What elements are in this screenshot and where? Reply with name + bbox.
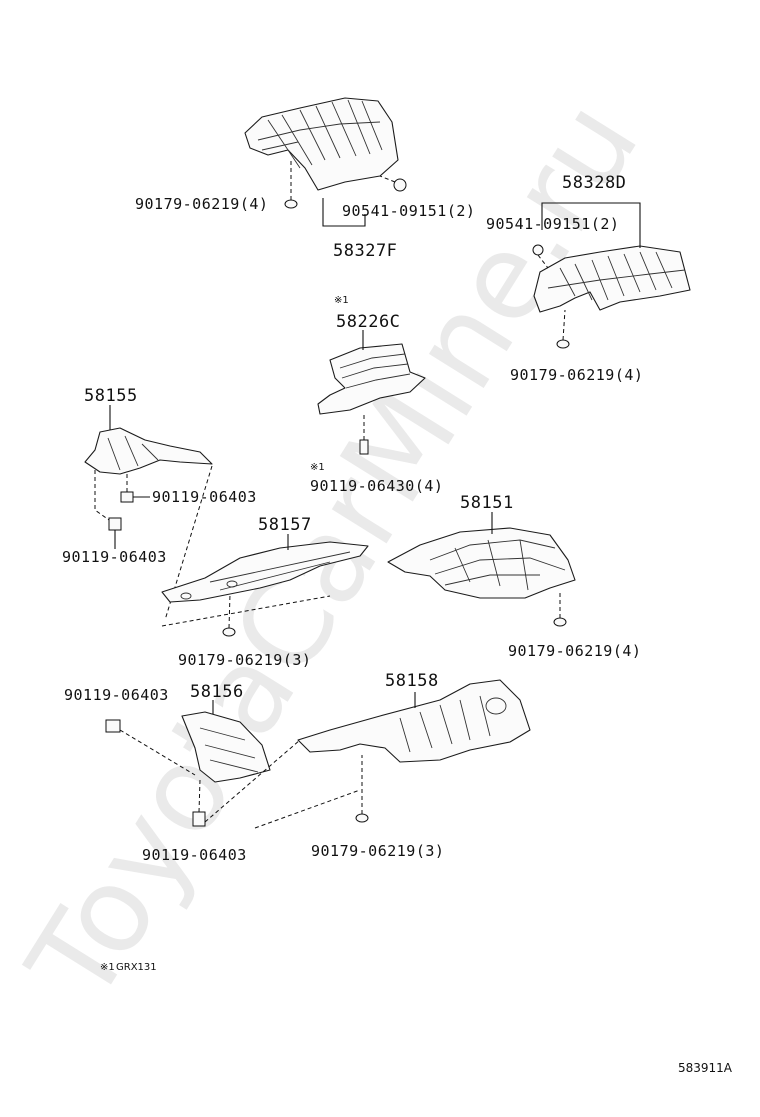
footnote-mark: ※1 [100,962,115,973]
part-58327f-shape [244,97,399,191]
label-58157: 58157 [258,515,312,535]
guide-58157-clip [161,595,331,627]
diagram-id: 583911A [678,1061,733,1075]
label-58158: 58158 [385,671,439,691]
label-90179-06219-right: 90179-06219(4) [510,366,643,384]
part-58157-shape [161,541,369,603]
clip-90179-right [556,309,570,349]
footnote-text: GRX131 [116,962,157,973]
note-mark-90119-06430: ※1 [310,462,325,473]
label-90179-06219-157: 90179-06219(3) [178,651,311,669]
part-58328d-shape [533,245,691,313]
label-90179-06219-151: 90179-06219(4) [508,642,641,660]
label-58155: 58155 [84,386,138,406]
part-58226c-shape [317,343,426,415]
leader-58327f [322,198,366,227]
label-58226c: 58226C [336,312,400,332]
leader-58328d [541,202,641,248]
label-90119-06430: 90119-06430(4) [310,477,443,495]
part-58156-shape [181,711,271,783]
clip-90179-157 [222,593,236,637]
clip-90179-top [284,160,298,209]
bolt-90119-155a [120,472,150,503]
label-90541-09151-right: 90541-09151(2) [486,215,619,233]
bolt-90541-right [532,244,549,269]
label-90179-06219-158: 90179-06219(3) [311,842,444,860]
label-90119-06403-b: 90119-06403 [62,548,167,566]
label-90119-06403-a: 90119-06403 [152,488,257,506]
guide-58156-58158 [204,739,361,829]
bolt-90541-top [379,175,407,192]
label-90541-09151-top: 90541-09151(2) [342,202,475,220]
label-90119-06403-c: 90119-06403 [64,686,169,704]
part-58155-shape [84,427,213,475]
label-58156: 58156 [190,682,244,702]
clip-90179-151 [553,592,567,627]
bolt-90119-156b [192,779,206,827]
note-mark-58226c: ※1 [334,295,349,306]
label-58151: 58151 [460,493,514,513]
bolt-90119-156a [105,719,196,776]
clip-90179-158 [355,755,369,823]
part-58151-shape [387,527,576,599]
label-90119-06403-d: 90119-06403 [142,846,247,864]
label-58327f: 58327F [333,241,397,261]
label-90179-06219-top: 90179-06219(4) [135,195,268,213]
label-58328d: 58328D [562,173,626,193]
bolt-90119-06430 [359,415,369,455]
bolt-90119-155b [94,470,122,549]
part-58158-shape [297,679,531,763]
